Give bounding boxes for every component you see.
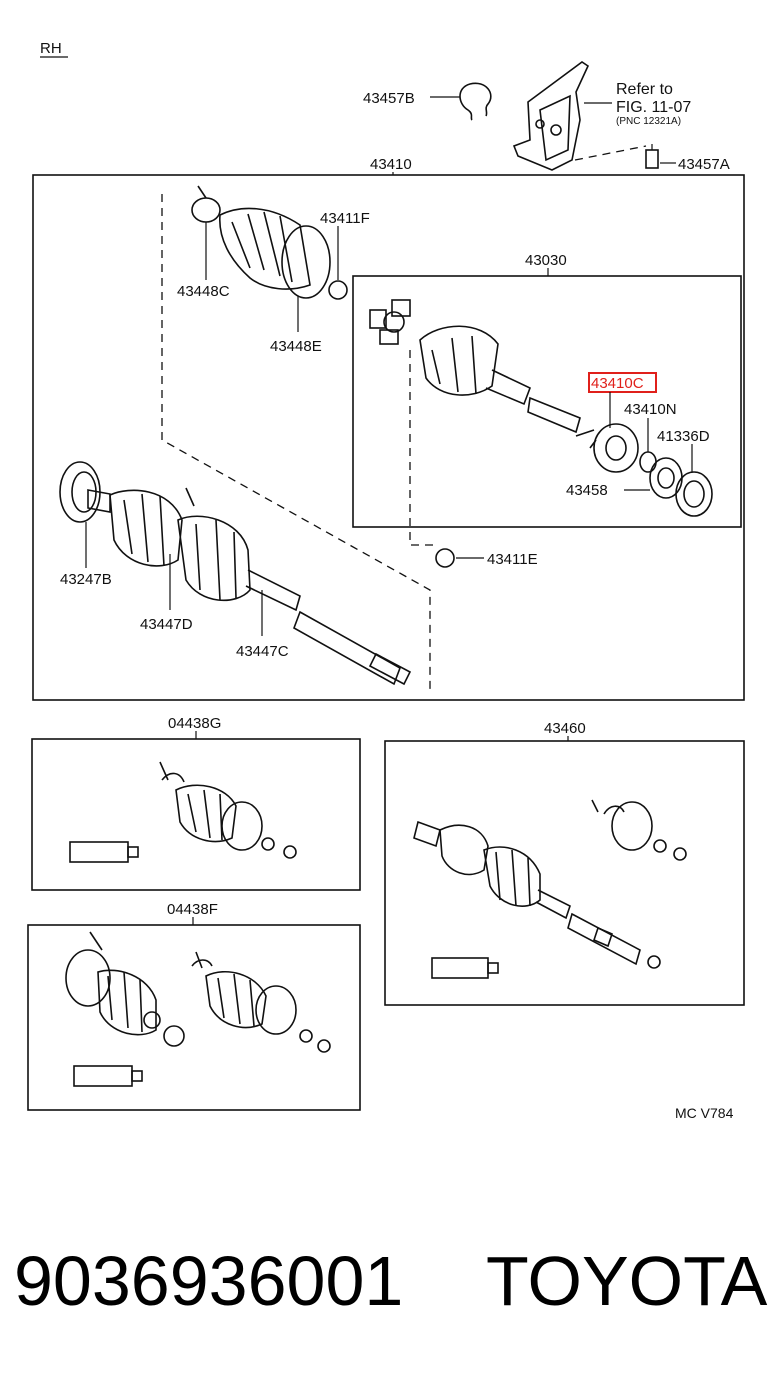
outer-joint-shaft[interactable] [419,325,581,434]
snap-ring-43411E[interactable] [435,548,455,568]
side-label: RH [40,40,62,57]
clamp-43448C[interactable] [191,185,221,223]
outer-cv-boot[interactable] [87,487,412,686]
label-04438G[interactable]: 04438G [168,715,221,732]
boot-kit-04438G[interactable] [159,761,297,859]
diagram-code: MC V784 [675,1105,734,1121]
bracket-icon [512,61,590,171]
snap-ring-43457B[interactable] [459,82,492,121]
label-43447C[interactable]: 43447C [236,643,289,660]
bolt-43457A[interactable] [645,144,659,169]
boot-kit-04438F[interactable] [65,931,331,1053]
kit-box-43460 [384,740,745,1006]
figure-reference[interactable]: FIG. 11-07 [616,99,691,116]
assembly-box-43410 [32,174,745,701]
label-43447D[interactable]: 43447D [140,616,193,633]
tripod-joint[interactable] [369,299,411,345]
label-43448E[interactable]: 43448E [270,338,322,355]
seal-41336D[interactable] [675,471,713,517]
grease-tube-icon [69,841,139,863]
label-41336D[interactable]: 41336D [657,428,710,445]
part-number: 9036936001 [14,1242,403,1320]
label-43410[interactable]: 43410 [370,156,412,173]
label-43458[interactable]: 43458 [566,482,608,499]
ring-43410N[interactable] [639,451,657,473]
highlight-box [588,372,657,393]
kit-box-04438F [27,924,361,1111]
inner-boot[interactable] [219,207,331,299]
drive-shaft-43460[interactable] [413,799,687,969]
bearing-43458[interactable] [649,457,683,499]
label-43457B[interactable]: 43457B [363,90,415,107]
grease-tube-icon [73,1065,143,1087]
label-43411E[interactable]: 43411E [487,551,538,568]
label-43457A[interactable]: 43457A [678,156,730,173]
grease-tube-icon [431,957,499,979]
label-43448C[interactable]: 43448C [177,283,230,300]
refer-to-text: Refer to [616,81,673,98]
brand-name: TOYOTA [486,1242,768,1320]
label-43247B[interactable]: 43247B [60,571,112,588]
kit-box-04438G [31,738,361,891]
pnc-reference: (PNC 12321A) [616,116,681,127]
label-43410C[interactable]: 43410C [591,375,644,392]
bearing-43410C[interactable] [575,423,639,473]
seal-43247B[interactable] [59,461,101,523]
label-04438F[interactable]: 04438F [167,901,218,918]
label-43411F[interactable]: 43411F [320,210,370,227]
label-43460[interactable]: 43460 [544,720,586,737]
assembly-box-43030 [352,275,742,528]
label-43030[interactable]: 43030 [525,252,567,269]
snap-ring-43411F[interactable] [328,280,348,300]
label-43410N[interactable]: 43410N [624,401,677,418]
